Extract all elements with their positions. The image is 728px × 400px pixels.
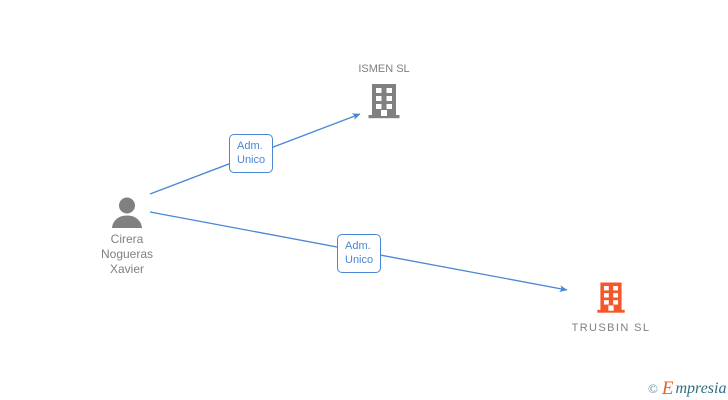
node-company-ismen[interactable]: ISMEN SL <box>324 62 444 119</box>
node-person-cirera-nogueras-xavier[interactable]: Cirera Nogueras Xavier <box>67 196 187 277</box>
empresia-watermark: © E mpresia <box>648 379 726 398</box>
building-icon <box>368 84 400 119</box>
relation-label-line-2: Unico <box>345 254 374 266</box>
company-label-ismen: ISMEN SL <box>358 63 410 75</box>
relation-label-adm-unico-ismen[interactable]: Adm. Unico <box>229 134 274 173</box>
relation-label-line-2: Unico <box>237 154 266 166</box>
building-icon <box>597 282 625 313</box>
copyright-icon: © <box>648 380 658 396</box>
person-label-line-1: Cirera <box>110 232 144 246</box>
relation-label-line-1: Adm. <box>345 240 371 252</box>
person-label: Cirera Nogueras Xavier <box>67 232 187 277</box>
brand-name: mpresia <box>675 379 727 397</box>
node-company-trusbin[interactable]: TRUSBIN SL <box>551 281 671 335</box>
brand-initial: E <box>661 378 674 399</box>
person-label-line-3: Xavier <box>109 262 144 276</box>
person-label-line-2: Nogueras <box>100 247 154 261</box>
relation-label-line-1: Adm. <box>237 140 263 152</box>
relation-label-adm-unico-trusbin[interactable]: Adm. Unico <box>337 234 382 273</box>
person-avatar-icon <box>112 197 142 228</box>
company-label-trusbin: TRUSBIN SL <box>571 322 651 334</box>
